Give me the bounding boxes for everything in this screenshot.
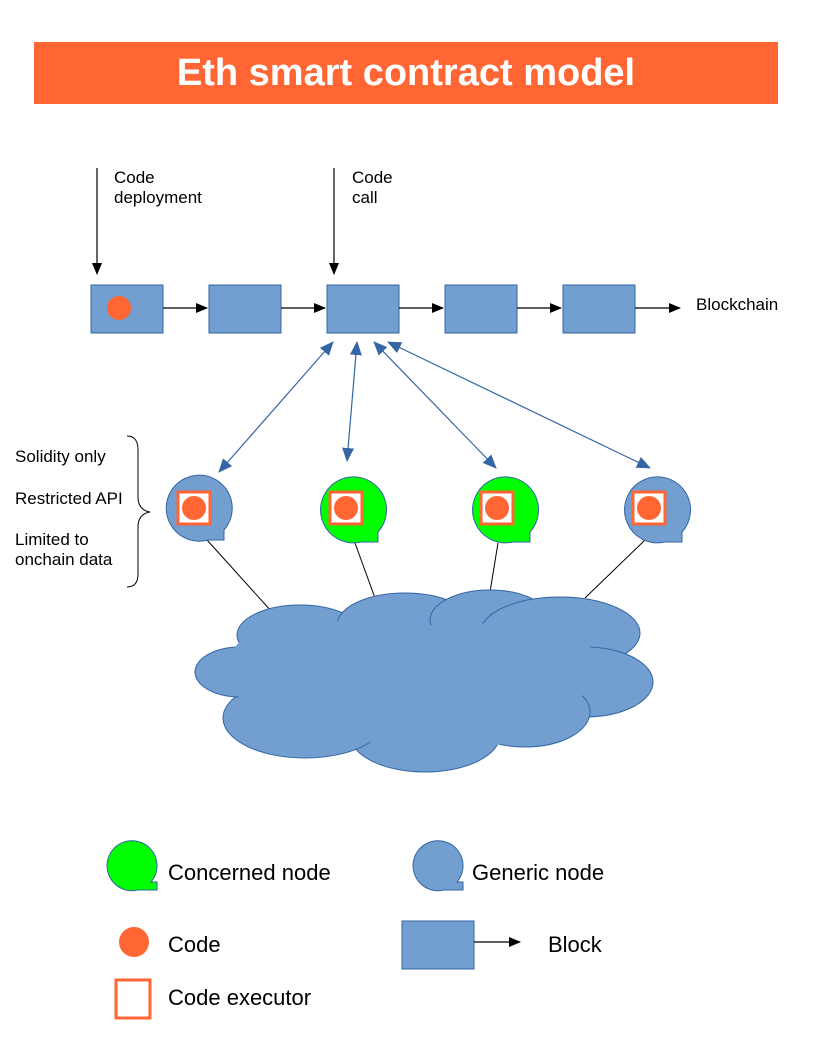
concerned-node-legend-icon [106,840,158,892]
link-arrow [218,341,334,473]
link-arrow [342,341,362,462]
block [208,284,282,334]
code-icon [107,296,131,320]
node-generic-1 [165,474,233,542]
generic-node-legend-icon [412,840,464,892]
code-icon [182,496,206,520]
limited-onchain-label: Limited to onchain data [15,530,112,570]
solidity-only-label: Solidity only [15,447,106,466]
code-call-line-1: Code [352,168,393,187]
blockchain-label: Blockchain [696,295,779,314]
code-call-label: Code call [352,168,393,208]
blockchain [90,284,681,334]
code-deployment-line-2: deployment [114,188,202,207]
block-legend-icon [401,920,475,970]
link-arrow [387,341,651,469]
link-arrow [373,341,497,469]
title-bar: Eth smart contract model [34,42,778,104]
brace [126,435,151,588]
limited-line-1: Limited to [15,530,89,549]
legend [106,840,521,1020]
block [444,284,518,334]
code-icon [637,496,661,520]
code-executor-legend-icon [114,978,152,1020]
network-links [206,539,646,613]
node-concerned-2 [472,476,540,544]
code-legend-label: Code [168,932,221,957]
block [562,284,636,334]
network-link [206,539,273,613]
network-link [489,542,499,593]
network-link [584,539,646,599]
code-executor-legend-label: Code executor [168,985,312,1010]
code-icon [334,496,358,520]
node-generic-2 [624,476,692,544]
block-legend-label: Block [548,932,602,957]
node-concerned-1 [320,476,388,544]
generic-node-legend-label: Generic node [472,860,605,885]
code-legend-icon [119,927,149,957]
node-block-links [218,341,651,473]
block [326,284,400,334]
code-icon [485,496,509,520]
code-call-line-2: call [352,188,378,207]
page-title: Eth smart contract model [176,51,636,94]
network-link [354,542,376,599]
code-deployment-line-1: Code [114,168,155,187]
restricted-api-label: Restricted API [15,489,123,508]
concerned-node-legend-label: Concerned node [168,860,331,885]
limited-line-2: onchain data [15,550,113,569]
network-cloud [194,589,654,773]
code-deployment-label: Code deployment [114,168,202,208]
